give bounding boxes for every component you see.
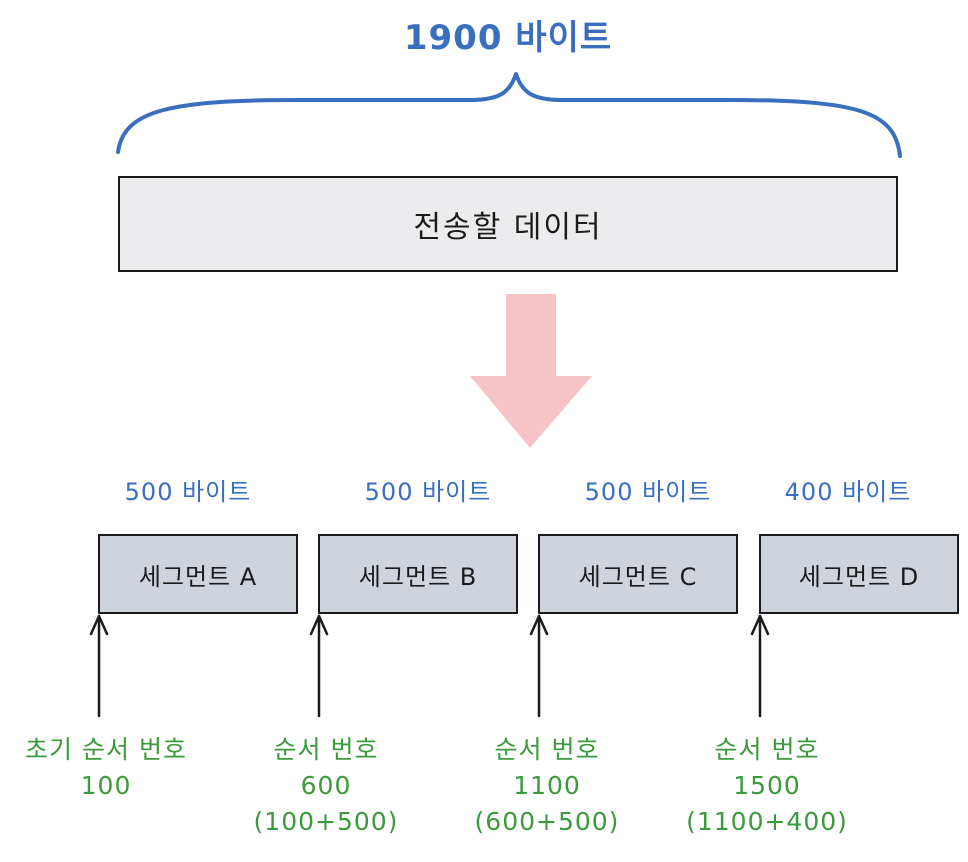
segment-d: 세그먼트 D: [759, 534, 959, 614]
segment-a-sequence-number: 100: [80, 771, 132, 800]
total-size-label: 1900 바이트: [403, 18, 613, 58]
segment-d-sequence-number: 1500: [733, 771, 801, 800]
sequence-arrow-b: [309, 614, 329, 718]
segment-b-sequence-title: 순서 번호: [273, 735, 379, 764]
segment-c: 세그먼트 C: [538, 534, 738, 614]
segment-b-label: 세그먼트 B: [358, 562, 478, 591]
segment-b-sequence: 순서 번호 600 (100+500): [216, 732, 436, 840]
segment-c-label: 세그먼트 C: [578, 562, 698, 591]
segment-d-sequence-formula: (1100+400): [686, 807, 848, 836]
segment-b-sequence-number: 600: [300, 771, 352, 800]
segment-a-sequence-title: 초기 순서 번호: [25, 735, 187, 764]
segment-d-sequence: 순서 번호 1500 (1100+400): [657, 732, 877, 840]
segment-a-label: 세그먼트 A: [138, 562, 258, 591]
segment-a-sequence-formula: [0, 804, 216, 840]
segment-b: 세그먼트 B: [318, 534, 518, 614]
segment-b-sequence-formula: (100+500): [253, 807, 399, 836]
segment-d-label: 세그먼트 D: [798, 562, 920, 591]
sequence-arrow-d: [750, 614, 770, 718]
segment-d-sequence-title: 순서 번호: [714, 735, 820, 764]
segment-d-size: 400 바이트: [784, 478, 912, 506]
segment-a: 세그먼트 A: [98, 534, 298, 614]
segment-c-size: 500 바이트: [584, 478, 712, 506]
data-to-send-box: 전송할 데이터: [118, 176, 898, 272]
segment-c-sequence: 순서 번호 1100 (600+500): [437, 732, 657, 840]
segment-c-sequence-number: 1100: [513, 771, 581, 800]
segment-c-sequence-formula: (600+500): [474, 807, 620, 836]
sequence-arrow-c: [529, 614, 549, 718]
segment-b-size: 500 바이트: [364, 478, 492, 506]
data-to-send-label: 전송할 데이터: [413, 210, 603, 245]
segment-a-size: 500 바이트: [124, 478, 252, 506]
segment-a-sequence: 초기 순서 번호 100: [0, 732, 216, 840]
segment-c-sequence-title: 순서 번호: [494, 735, 600, 764]
sequence-arrow-a: [89, 614, 109, 718]
